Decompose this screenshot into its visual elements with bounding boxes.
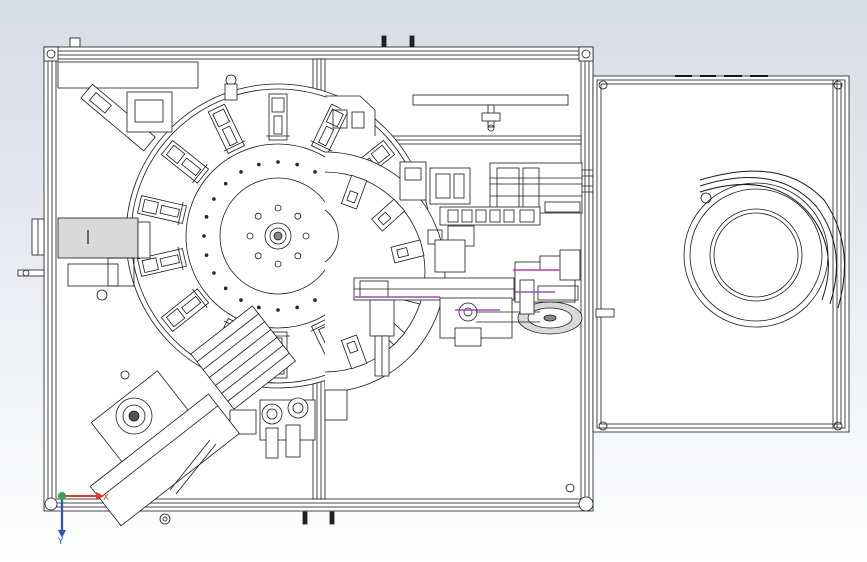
rotary-station[interactable]: [266, 93, 290, 141]
secondary-station[interactable]: [340, 174, 368, 210]
triad-y-label: Y: [57, 537, 64, 547]
triad-x-label: X: [103, 493, 109, 503]
rotary-station[interactable]: [159, 286, 210, 333]
secondary-rotary-table[interactable]: [324, 151, 446, 393]
pick-and-place-module[interactable]: [399, 161, 475, 273]
rotary-station[interactable]: [309, 103, 351, 155]
servo-motor-unit[interactable]: [353, 249, 583, 377]
secondary-station[interactable]: [390, 239, 425, 264]
rotary-station[interactable]: [159, 138, 210, 185]
top-plate-fixture: [325, 94, 569, 136]
colored-belt: [355, 269, 560, 311]
pneumatic-cylinders[interactable]: [229, 389, 348, 459]
rotary-station[interactable]: [137, 246, 187, 280]
secondary-station[interactable]: [340, 334, 368, 370]
vibratory-bowl-feeder[interactable]: [592, 75, 850, 433]
coordinate-triad: X Y: [57, 492, 109, 547]
rotary-station[interactable]: [137, 193, 187, 227]
secondary-station[interactable]: [371, 198, 406, 232]
loading-station[interactable]: [57, 74, 238, 287]
drive-motor-and-chute[interactable]: [89, 305, 296, 527]
rotary-station[interactable]: [206, 103, 248, 155]
